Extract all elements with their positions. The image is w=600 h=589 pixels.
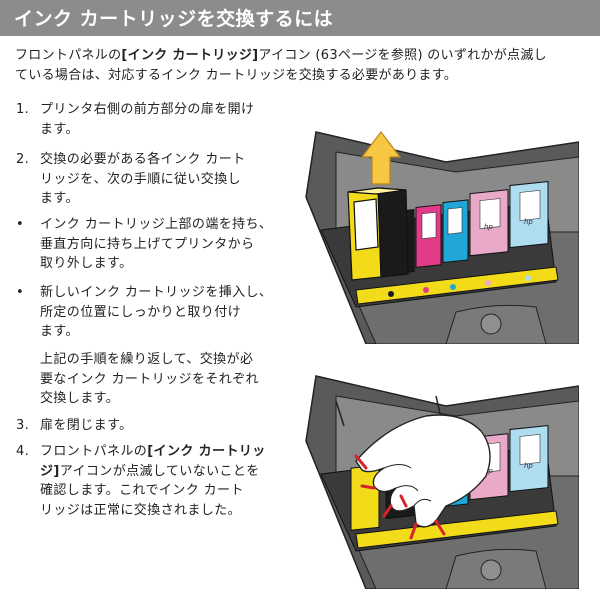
page-title: インク カートリッジを交換するには xyxy=(14,8,334,30)
step-text: フロントパネルの[インク カートリッ ジ]アイコンが点滅していないことを 確認し… xyxy=(40,444,266,518)
bullet-text: インク カートリッジ上部の端を持ち、垂直方向に持ち上げてプリンタから取り外します… xyxy=(40,217,273,272)
step-text: 交換の必要がある各インク カートリッジを、次の手順に従い交換します。 xyxy=(40,152,246,207)
step-marker: 3. xyxy=(16,418,30,433)
page-header: インク カートリッジを交換するには xyxy=(0,0,600,36)
step-marker: 1. xyxy=(16,102,30,117)
step-text: プリンタ右側の前方部分の扉を開けます。 xyxy=(40,102,255,137)
hp-logo: hp xyxy=(524,462,533,470)
bullet-marker: • xyxy=(16,285,25,300)
ink-cartridge-term: [インク カートリッジ] xyxy=(121,48,259,63)
repeat-note-text: 上記の手順を繰り返して、交換が必要なインク カートリッジをそれぞれ交換します。 xyxy=(40,352,259,407)
bullet-text: 新しいインク カートリッジを挿入し、所定の位置にしっかりと取り付けます。 xyxy=(40,285,273,340)
up-arrow-icon xyxy=(360,131,402,185)
intro-line-2: ている場合は、対応するインク カートリッジを交換する必要があります。 xyxy=(15,68,458,83)
insert-cartridge-illustration: hp hp xyxy=(305,375,579,589)
hp-logo: hp xyxy=(484,223,493,231)
remove-cartridge-illustration: hp hp xyxy=(296,112,579,344)
hp-logo: hp xyxy=(484,467,493,475)
hp-logo: hp xyxy=(524,218,533,226)
step-text: 扉を閉じます。 xyxy=(40,418,133,433)
step-marker: 2. xyxy=(16,152,30,167)
intro-paragraph: フロントパネルの[インク カートリッジ]アイコン (63ページを参照) のいずれ… xyxy=(15,46,590,86)
intro-line-1: フロントパネルの[インク カートリッジ]アイコン (63ページを参照) のいずれ… xyxy=(15,48,547,63)
step-marker: 4. xyxy=(16,444,30,459)
bullet-marker: • xyxy=(16,217,25,232)
